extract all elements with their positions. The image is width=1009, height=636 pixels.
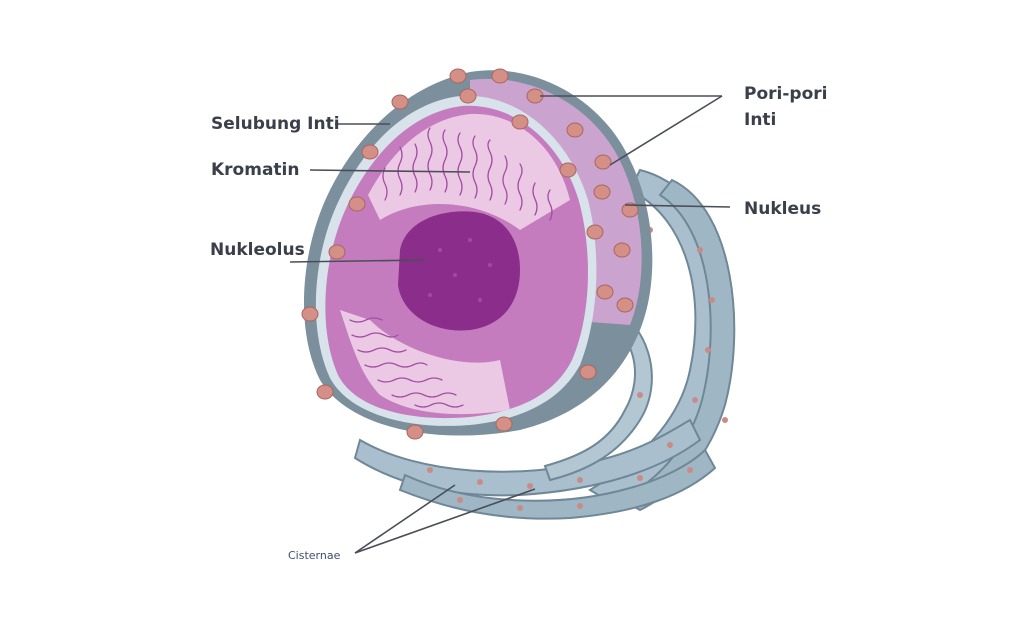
leader-nukleus [624,204,731,208]
er-sheet [543,298,653,482]
leader-pori-2 [609,95,723,166]
chromatin-fibers [349,127,553,408]
leader-lines [289,95,731,554]
label-selubung-inti: Selubung Inti [211,114,340,134]
nucleolus [398,211,520,331]
nuclear-envelope-cap [470,78,642,325]
leader-kromatin [309,169,471,173]
nuclear-pores [301,68,639,440]
leader-nukleolus [289,259,426,263]
label-cisternae: Cisternae [288,549,341,562]
endoplasmic-reticulum [353,168,736,520]
label-pori-pori: Pori-pori [744,84,828,104]
label-nukleus: Nukleus [744,199,822,219]
leader-cisternae-2 [354,488,536,554]
label-kromatin: Kromatin [211,160,300,180]
er-sheet [398,448,717,520]
leader-cisternae-1 [354,484,456,554]
label-inti: Inti [744,110,777,130]
nucleolus-texture [428,238,492,302]
chromatin-zone [340,310,510,415]
label-nukleolus: Nukleolus [210,240,305,260]
ribosomes [427,227,728,511]
